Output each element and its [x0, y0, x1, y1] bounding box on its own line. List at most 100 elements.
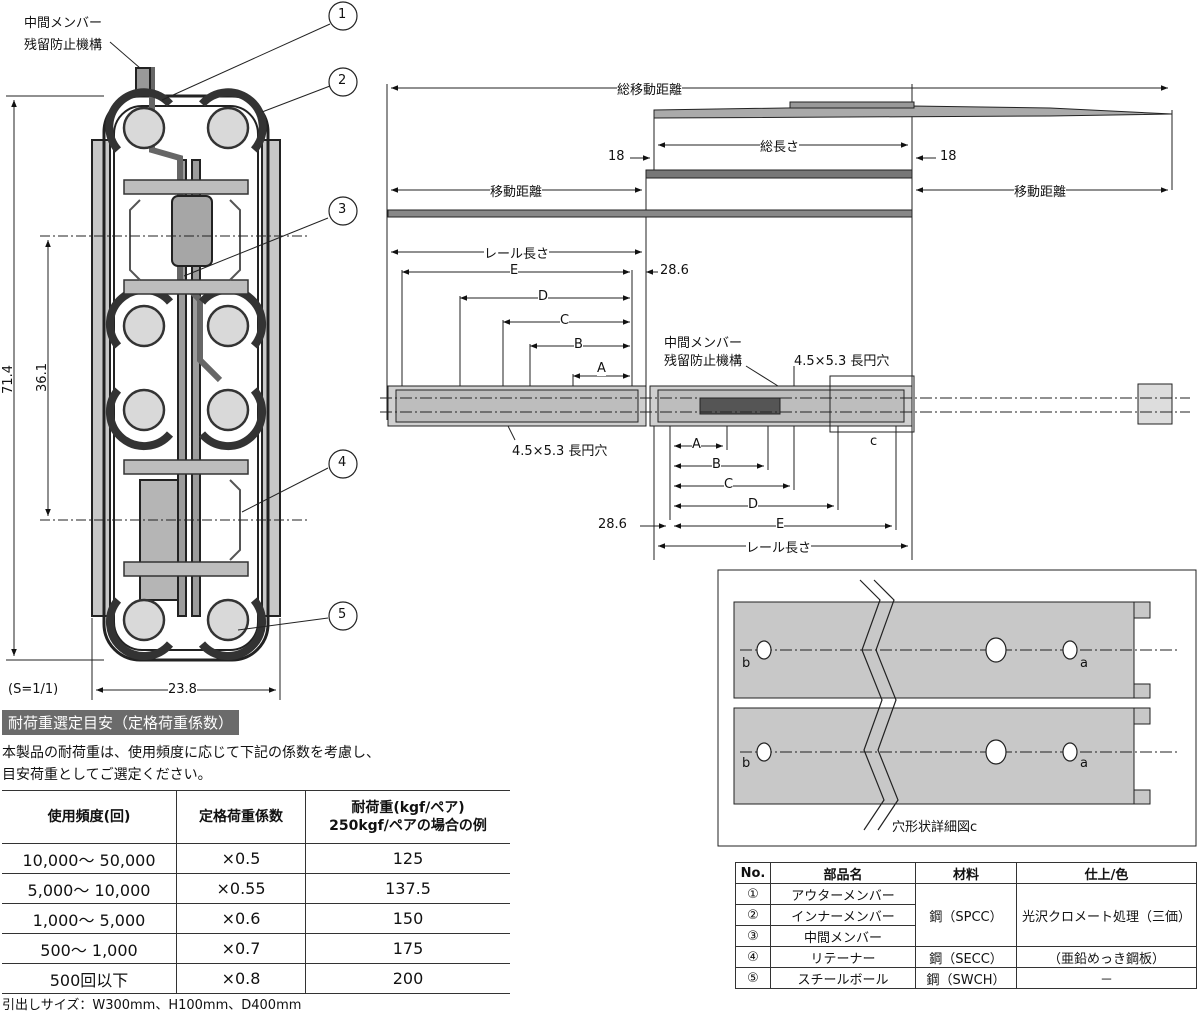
- rail-length-lower: レール長さ: [746, 537, 812, 556]
- table-header-row: 使用頻度(回) 定格荷重係数 耐荷重(kgf/ペア)250kgf/ペアの場合の例: [2, 790, 510, 844]
- callout-3-text: 3: [338, 202, 347, 217]
- total-travel-label: 総移動距離: [617, 79, 683, 98]
- hole-detail-view: [717, 569, 1197, 847]
- load-note-line2: 目安荷重としてご選定ください。: [2, 767, 212, 783]
- dim-d-lower: D: [748, 497, 759, 512]
- detail-caption: 穴形状詳細図c: [892, 820, 978, 835]
- offset-right: 18: [940, 149, 957, 164]
- cell: 500回以下: [2, 963, 177, 994]
- cell: 1,000～ 5,000: [2, 903, 177, 934]
- cell: ×0.8: [176, 963, 306, 994]
- dim-e-upper: E: [510, 263, 519, 278]
- col-coefficient: 定格荷重係数: [176, 790, 306, 844]
- hole-a-2: a: [1080, 756, 1088, 771]
- offset-left: 18: [608, 149, 625, 164]
- cell: 150: [305, 903, 510, 934]
- table-row: ④ リテーナー 鋼（SECC） （亜鉛めっき鋼板）: [735, 946, 1197, 968]
- cell: ①: [735, 883, 771, 905]
- hole-a-1: a: [1080, 656, 1088, 671]
- callout-2-text: 2: [338, 73, 347, 88]
- col-load-line1: 耐荷重(kgf/ペア): [351, 800, 465, 816]
- cell: ⑤: [735, 967, 771, 989]
- rail-length-upper: レール長さ: [484, 243, 550, 262]
- cell: 125: [305, 843, 510, 874]
- load-section-title: 耐荷重選定目安（定格荷重係数）: [2, 710, 240, 735]
- travel-left-label: 移動距離: [490, 181, 543, 200]
- detail-mark: c: [870, 434, 878, 449]
- table-row: ① アウターメンバー 鋼（SPCC） 光沢クロメート処理（三価）: [735, 883, 1197, 947]
- parts-header-row: No. 部品名 材料 仕上/色: [735, 862, 1197, 884]
- dim-width: 23.8: [168, 682, 197, 697]
- cell: リテーナー: [770, 946, 916, 968]
- travel-right-label: 移動距離: [1014, 181, 1067, 200]
- col-load: 耐荷重(kgf/ペア)250kgf/ペアの場合の例: [305, 790, 510, 844]
- callout-1: [328, 1, 358, 31]
- dim-c-lower: C: [724, 477, 734, 492]
- retention-label-side-1: 中間メンバー: [664, 336, 743, 351]
- hole-b-1: b: [742, 656, 751, 671]
- cell: 光沢クロメート処理（三価）: [1016, 883, 1197, 947]
- col-part-name: 部品名: [770, 862, 916, 884]
- callout-3: [328, 196, 358, 226]
- dim-a-lower: A: [692, 437, 701, 452]
- col-no: No.: [735, 862, 771, 884]
- outer-member-left: [91, 139, 111, 617]
- cell: ×0.5: [176, 843, 306, 874]
- total-length-label: 総長さ: [760, 136, 800, 155]
- slot-label-lower: 4.5×5.3 長円穴: [512, 444, 608, 459]
- dim-c-upper: C: [560, 313, 570, 328]
- col-material: 材料: [915, 862, 1017, 884]
- cell: 500～ 1,000: [2, 933, 177, 964]
- cell: ×0.7: [176, 933, 306, 964]
- cell: インナーメンバー: [770, 904, 916, 926]
- load-table: 使用頻度(回) 定格荷重係数 耐荷重(kgf/ペア)250kgf/ペアの場合の例…: [2, 790, 510, 994]
- table-row: ② インナーメンバー: [735, 904, 1197, 926]
- callout-5-text: 5: [338, 607, 347, 622]
- cell: ×0.55: [176, 873, 306, 904]
- parts-table: No. 部品名 材料 仕上/色 ① アウターメンバー 鋼（SPCC） 光沢クロメ…: [735, 862, 1197, 989]
- retention-label-1: 中間メンバー: [24, 16, 103, 31]
- cell: アウターメンバー: [770, 883, 916, 905]
- cell: スチールボール: [770, 967, 916, 989]
- dim-28-6-lower: 28.6: [598, 517, 627, 532]
- scale-label: (S=1/1): [8, 682, 59, 697]
- callout-2: [328, 67, 358, 97]
- hole-b-2: b: [742, 756, 751, 771]
- outer-member-right: [261, 139, 281, 617]
- cell: 鋼（SPCC）: [915, 883, 1017, 947]
- cell: 175: [305, 933, 510, 964]
- load-note-line1: 本製品の耐荷重は、使用頻度に応じて下記の係数を考慮し、: [2, 745, 380, 761]
- table-row: ⑤ スチールボール 鋼（SWCH） －: [735, 967, 1197, 989]
- cell: 中間メンバー: [770, 925, 916, 947]
- cell: 137.5: [305, 873, 510, 904]
- rails: [387, 101, 1173, 433]
- cell: ④: [735, 946, 771, 968]
- dim-e-lower: E: [776, 517, 785, 532]
- drawer-size-footnote: 引出しサイズ：W300mm、H100mm、D400mm: [2, 998, 302, 1013]
- cell: ③: [735, 925, 771, 947]
- table-row: ③ 中間メンバー: [735, 925, 1197, 947]
- callout-4: [328, 449, 358, 479]
- cross-section-view: [91, 67, 281, 662]
- dim-d-upper: D: [538, 289, 549, 304]
- extension-view: [386, 84, 1173, 560]
- slot-label-upper: 4.5×5.3 長円穴: [794, 354, 890, 369]
- dim-b-upper: B: [574, 337, 583, 352]
- dim-a-upper: A: [597, 361, 606, 376]
- cell: （亜鉛めっき鋼板）: [1016, 946, 1197, 968]
- dim-height: 71.4: [0, 365, 16, 394]
- col-frequency: 使用頻度(回): [2, 790, 177, 844]
- dim-center: 36.1: [34, 363, 50, 392]
- callout-4-text: 4: [338, 455, 347, 470]
- cell: 鋼（SECC）: [915, 946, 1017, 968]
- col-finish: 仕上/色: [1016, 862, 1197, 884]
- retention-label-side-2: 残留防止機構: [664, 354, 743, 369]
- callout-5: [328, 601, 358, 631]
- cell: ②: [735, 904, 771, 926]
- cell: 10,000～ 50,000: [2, 843, 177, 874]
